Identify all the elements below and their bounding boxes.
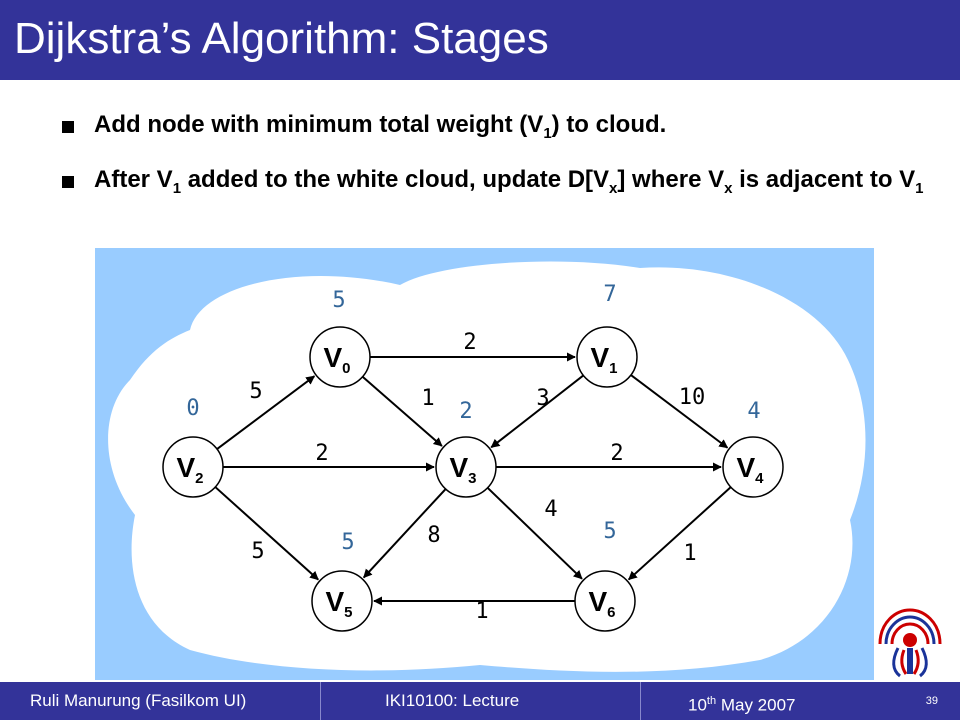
edge-weight-label: 1	[475, 599, 488, 624]
node-label: V3	[449, 452, 476, 487]
edge-weight-label: 3	[536, 386, 549, 411]
footer-divider	[320, 682, 321, 720]
edge-v4-v6	[628, 486, 732, 581]
node-distance-label: 0	[186, 396, 199, 421]
node-label: V4	[736, 452, 764, 487]
edge-v0-v3	[361, 375, 443, 447]
node-distance-label: 5	[332, 288, 345, 313]
node-v4	[722, 436, 784, 498]
footer-date-suffix: th	[706, 695, 717, 707]
node-label: V5	[325, 586, 352, 621]
node-distance-label: 2	[459, 399, 472, 424]
node-label: V0	[323, 342, 350, 377]
bullet-text: ) to cloud.	[551, 111, 667, 138]
bullet-square-icon	[62, 121, 74, 133]
edge-weight-label: 4	[544, 497, 557, 522]
title-bar	[0, 0, 960, 80]
bullet-subscript: 1	[915, 179, 924, 197]
node-v1	[576, 326, 638, 388]
edge-v2-v0	[216, 375, 316, 450]
node-v5	[311, 570, 373, 632]
node-v6	[574, 570, 636, 632]
bullet-text: ] where V	[617, 165, 725, 193]
node-label: V6	[588, 586, 615, 621]
slide-title: Dijkstra’s Algorithm: Stages	[14, 14, 549, 63]
bullet-subscript: 1	[543, 124, 552, 142]
bullet-text: Add node with minimum total weight (V	[94, 111, 544, 138]
bullet-subscript: 1	[172, 179, 182, 197]
edge-weight-label: 1	[683, 541, 696, 566]
edge-weight-label: 2	[610, 441, 623, 466]
edge-v2-v5	[214, 486, 319, 581]
bullet-text: After V	[94, 165, 173, 193]
edge-weight-label: 10	[679, 385, 706, 410]
node-v3	[435, 436, 497, 498]
node-label: V1	[590, 342, 617, 377]
footer-date-day: 10	[688, 695, 707, 715]
edge-weight-label: 8	[427, 523, 440, 548]
edge-v3-v6	[486, 487, 583, 580]
node-distance-label: 5	[603, 519, 616, 544]
node-v2	[162, 436, 224, 498]
footer-divider	[640, 682, 641, 720]
edge-weight-label: 1	[421, 386, 434, 411]
edge-weight-label: 2	[463, 330, 476, 355]
university-logo-icon	[878, 608, 942, 678]
node-distance-label: 7	[603, 282, 616, 307]
footer-date-rest: May 2007	[716, 695, 796, 715]
edge-v1-v3	[490, 374, 584, 449]
bullet-item: Add node with minimum total weight (V1) …	[60, 110, 940, 149]
footer-date: 10th May 2007	[688, 682, 796, 720]
node-distance-label: 5	[341, 530, 354, 555]
node-label: V2	[176, 452, 203, 487]
bullet-subscript: x	[724, 179, 733, 197]
edge-weight-label: 5	[251, 539, 264, 564]
node-distance-label: 4	[747, 399, 760, 424]
bullet-text: added to the white cloud, update D[V	[181, 165, 610, 193]
bullet-square-icon	[62, 175, 74, 188]
bullet-item: After V1 added to the white cloud, updat…	[60, 165, 940, 204]
footer-bar: Ruli Manurung (Fasilkom UI) IKI10100: Le…	[0, 682, 960, 720]
bullet-subscript: x	[609, 179, 618, 197]
bullet-list: Add node with minimum total weight (V1) …	[60, 110, 940, 220]
edge-v3-v5	[363, 488, 447, 579]
edge-v1-v4	[630, 374, 729, 449]
footer-author: Ruli Manurung (Fasilkom UI)	[30, 691, 247, 710]
bullet-text: is adjacent to V	[732, 165, 916, 193]
edge-weight-label: 2	[315, 441, 328, 466]
footer-course: IKI10100: Lecture	[385, 691, 520, 710]
node-v0	[309, 326, 371, 388]
page-number: 39	[925, 695, 938, 707]
edge-weight-label: 5	[249, 379, 262, 404]
